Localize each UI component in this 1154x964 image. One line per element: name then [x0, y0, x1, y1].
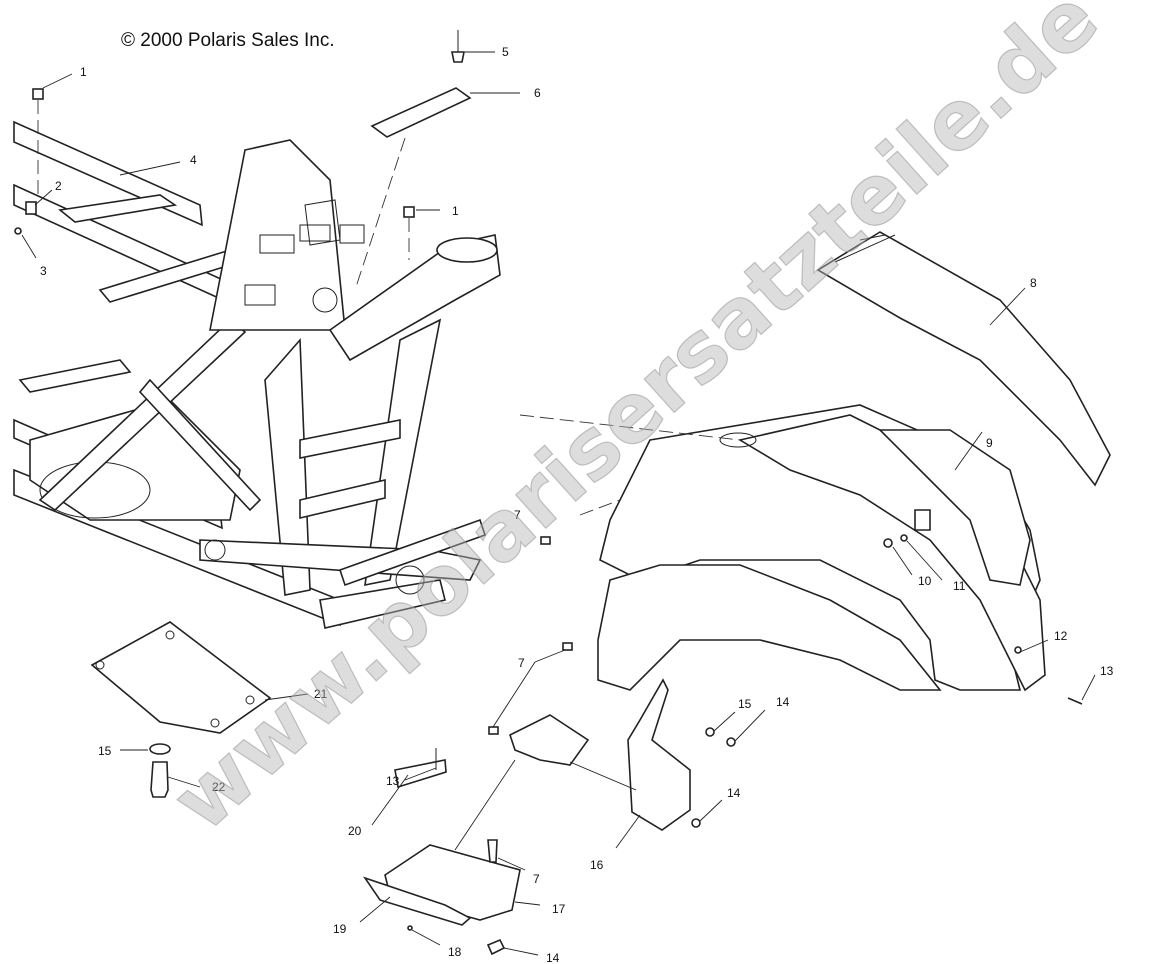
rail-19 [362, 876, 472, 926]
callout-14c: 14 [546, 951, 560, 964]
pin-13a [1067, 697, 1083, 705]
callout-6: 6 [534, 86, 541, 100]
callout-1a: 1 [80, 65, 87, 79]
front-cover-8 [816, 231, 1111, 487]
callout-3: 3 [40, 264, 47, 278]
screw-7a [540, 536, 551, 545]
footrest-top [509, 714, 590, 766]
copyright-notice: © 2000 Polaris Sales Inc. [121, 30, 335, 51]
callout-5: 5 [502, 45, 509, 59]
washer-11 [900, 534, 908, 542]
callout-2: 2 [55, 179, 62, 193]
callout-7a: 7 [514, 508, 521, 522]
leader-lines [21, 51, 1096, 956]
screw-18 [407, 925, 413, 931]
bolt-7d [487, 839, 498, 863]
clip-1a [32, 88, 44, 100]
callout-15b: 15 [98, 744, 112, 758]
clip-12 [1014, 646, 1022, 654]
callout-19: 19 [333, 922, 347, 936]
front-fender-9 [597, 404, 1046, 692]
plate-6 [370, 87, 472, 138]
washer-15a [705, 727, 715, 737]
callout-8: 8 [1030, 276, 1037, 290]
callout-21: 21 [314, 687, 328, 701]
screw-7b [562, 642, 573, 651]
callout-9: 9 [986, 436, 993, 450]
clip-1b [403, 206, 415, 218]
callout-14b: 14 [727, 786, 741, 800]
pin-5 [451, 30, 465, 63]
callout-20: 20 [348, 824, 362, 838]
grommet-15b [149, 743, 171, 755]
callout-13a: 13 [1100, 664, 1114, 678]
nut-14b [691, 818, 701, 828]
screw-7c [488, 726, 499, 735]
callout-13b: 13 [386, 774, 400, 788]
callout-17: 17 [552, 902, 566, 916]
skid-plate-21 [90, 621, 272, 734]
callout-4: 4 [190, 153, 197, 167]
bolt-22 [150, 761, 169, 798]
callout-14a: 14 [776, 695, 790, 709]
callout-22: 22 [212, 780, 226, 794]
nut-14a [726, 737, 736, 747]
nut-2 [25, 201, 37, 215]
callout-11: 11 [953, 579, 966, 593]
callout-15a: 15 [738, 697, 752, 711]
callout-7b: 7 [518, 656, 525, 670]
screw-3 [14, 227, 22, 235]
callout-1b: 1 [452, 204, 459, 218]
callout-7c: 7 [533, 872, 540, 886]
atv-frame [13, 120, 501, 629]
nut-14c [486, 938, 506, 956]
mud-flap-16 [627, 678, 691, 831]
bracket-20 [394, 759, 447, 789]
callout-12: 12 [1054, 629, 1068, 643]
callout-10: 10 [918, 574, 932, 588]
callout-labels: 1 2 3 4 5 6 1 7 8 9 10 11 12 13 7 15 14 … [40, 45, 1114, 964]
callout-18: 18 [448, 945, 462, 959]
callout-16: 16 [590, 858, 604, 872]
screw-10 [883, 538, 893, 548]
